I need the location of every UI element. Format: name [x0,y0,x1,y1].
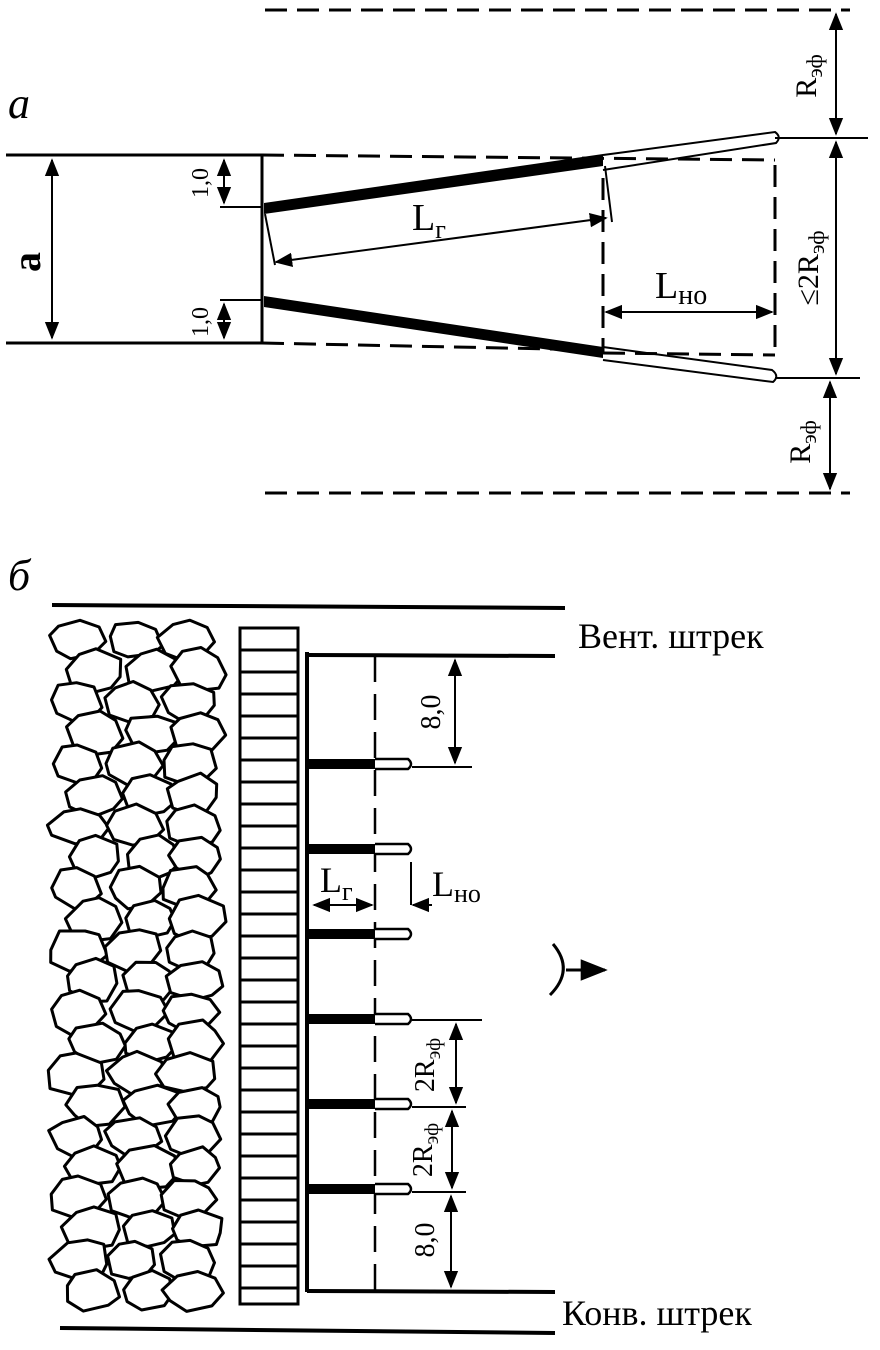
lower-hole-uncharged-part [602,346,778,384]
dim-a-label: a [4,252,49,272]
vent-drift-label: Вент. штрек [578,616,764,656]
boreholes [309,757,413,1196]
r-eff-top-label: Rэф [790,54,827,98]
borehole-uncharged [375,842,413,856]
panel-a: а a 1,0 1,0 Lг [4,8,868,495]
face-support [238,626,300,1306]
vent-drift-wall-line [51,603,566,610]
hole-length-arrow [274,213,608,267]
panel-b-label: б [8,551,32,600]
borehole-uncharged [375,927,413,941]
rock-fragment [121,1083,184,1128]
rock-fragment [65,1268,121,1313]
rock-fragment [67,833,120,879]
upper-hole-uncharged-part [602,130,780,171]
borehole-charged [309,759,375,769]
b-hole-length-label: Lг [320,860,353,906]
uncharged-length-label: Lно [655,265,707,311]
r-eff-bottom-label: Rэф [784,420,821,464]
floor-dashed-extension [261,341,601,352]
borehole-uncharged [375,1012,413,1026]
b-dim-bottom-label: 8,0 [410,1223,441,1258]
dim-bottom-label: 1,0 [188,307,214,337]
rock-fragment [124,898,177,940]
borehole-charged [309,929,375,939]
borehole-uncharged [375,1097,413,1111]
rock-fragment [169,646,228,693]
dim-top-label: 1,0 [188,168,214,198]
rock-fragment [160,1270,225,1313]
hole-length-label: Lг [412,197,446,244]
borehole-charged [309,844,375,854]
roof-dashed-extension [261,153,776,162]
rock-fragment [121,1209,177,1248]
uncharged-zone-bottom-edge [602,351,776,357]
borehole-charged [309,1184,375,1194]
borehole-charged [309,1014,375,1024]
b-spacing-label-2: 2Rэф [408,1123,443,1177]
lower-hole-charged-part [264,296,603,358]
borehole-charged [309,1099,375,1109]
b-dim-top-label: 8,0 [416,695,447,730]
rock-fragment [65,709,125,757]
rock-fragment [171,1208,224,1249]
advance-arc-icon [548,943,565,997]
vent-drift-face-line [306,653,556,658]
support-frame [238,626,300,1306]
conv-drift-label: Конв. штрек [562,1293,752,1333]
rock-fragment [168,1145,221,1187]
upper-hole-charged-part [264,154,603,214]
r-eff-mid-label: ≤2Rэф [792,230,829,305]
b-uncharged-length-label: Lно [432,864,481,908]
rock-fragment [64,774,124,819]
rock-fragment [124,647,185,693]
hole-length-tick-end [604,165,613,223]
caved-rock-area [45,618,228,1313]
b-spacing-label-1: 2Rэф [410,1038,445,1092]
borehole-uncharged [375,1182,413,1196]
conv-drift-face-line [306,1289,556,1294]
panel-a-label: а [8,79,30,128]
hole-length-tick-start [264,213,276,266]
borehole-uncharged [375,757,413,771]
rock-fragment [122,1269,175,1312]
conv-drift-wall-line [59,1326,556,1335]
panel-b: б Вент. штрек Конв. штрек Lг Lно 8,0 [8,551,764,1335]
rock-fragment [67,1021,127,1066]
